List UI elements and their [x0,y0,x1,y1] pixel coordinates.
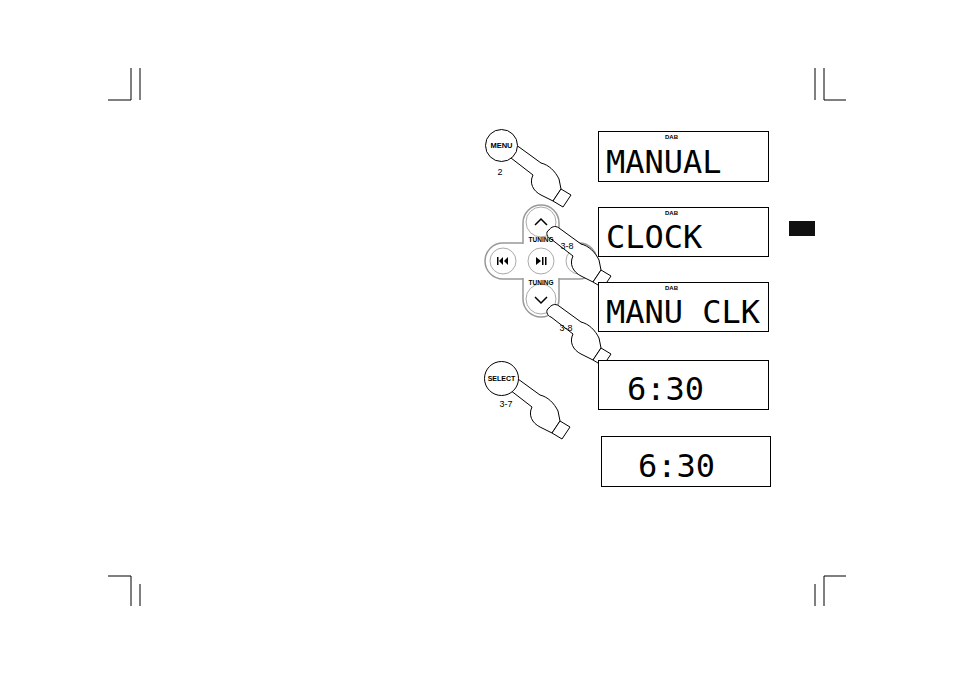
display-text: MANU CLK [606,296,760,328]
button-caption: TUNING [529,237,554,244]
band-indicator: DAB [665,134,678,140]
pressing-hands [506,146,611,439]
pressing-hand [507,146,571,207]
lcd-display: 6:30 [598,360,769,410]
round-button: SELECT [484,361,519,396]
hand-cuff [552,421,570,439]
button-label: SELECT [488,375,516,382]
round-button: MENU [485,129,518,162]
display-text: MANUAL [606,146,722,178]
lcd-display: DAB MANUAL [598,131,769,182]
hand-outline [547,305,601,360]
hand-cuff [553,189,571,207]
callout-number: 3-8 [560,242,573,251]
display-text: 6:30 [627,373,704,405]
button-caption: TUNING [529,280,554,287]
display-text: 6:30 [638,450,715,482]
lcd-display: 6:30 [601,436,771,487]
hand-outline [547,227,601,282]
crop-marks [108,68,846,606]
button-label: MENU [490,142,512,150]
lcd-display: DAB CLOCK [598,207,769,257]
section-tab [789,221,815,236]
band-indicator: DAB [665,285,678,291]
callout-number: 2 [497,168,502,177]
band-indicator: DAB [665,210,678,216]
lcd-display: DAB MANU CLK [598,282,769,332]
display-text: CLOCK [606,221,702,253]
callout-number: 3-7 [499,400,512,409]
callout-number: 3-8 [559,324,572,333]
